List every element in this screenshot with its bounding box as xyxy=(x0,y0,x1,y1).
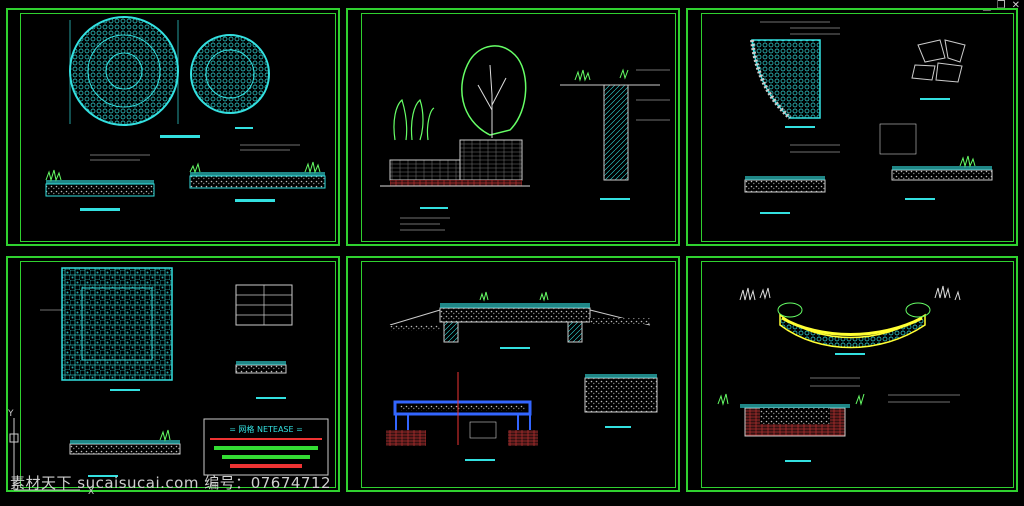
stone-section-left xyxy=(744,179,826,193)
sheet-frame-5 xyxy=(346,256,680,492)
restore-icon[interactable]: ❐ xyxy=(996,0,1006,11)
large-circular-paving-plan xyxy=(69,16,179,126)
small-circular-paving-plan xyxy=(190,34,270,114)
sheet-2-drawing xyxy=(380,45,670,231)
stone-detail xyxy=(584,377,658,413)
blue-platform-section xyxy=(393,400,532,416)
sheet-frame-4 xyxy=(6,256,340,492)
paving-section-right xyxy=(189,175,326,189)
ucs-x-label: X xyxy=(88,487,94,497)
wall-section xyxy=(603,84,629,181)
checker-paving-plan xyxy=(61,267,173,381)
sheet-frame-1 xyxy=(6,8,340,246)
sheet-border-6 xyxy=(701,261,1014,488)
sheet-border-3 xyxy=(701,13,1014,242)
paving-section-left xyxy=(45,183,155,197)
minimize-icon[interactable]: ▁ xyxy=(982,0,991,11)
sheet-frame-2 xyxy=(346,8,680,246)
sheet-border-2 xyxy=(361,13,676,242)
window-controls: ▁ ❐ ✕ xyxy=(983,0,1020,11)
paving-section-bottom xyxy=(69,443,181,455)
tree-elevation xyxy=(461,45,527,136)
close-icon[interactable]: ✕ xyxy=(1011,0,1020,11)
legend-title: = 网格 NETEASE = xyxy=(229,424,303,434)
sheet-3-drawing xyxy=(744,21,993,214)
pond-curved-section xyxy=(779,313,926,349)
sheet-frame-6 xyxy=(686,256,1018,492)
planter-wall xyxy=(459,139,523,181)
ucs-axis-icon xyxy=(9,418,80,491)
watermark: 素材天下 sucaisucai.com 编号：07674712 xyxy=(10,474,332,492)
stone-section-right xyxy=(891,169,993,181)
sheet-5-drawing xyxy=(386,291,658,461)
sheet-border-4 xyxy=(20,261,336,488)
shrub-elevation xyxy=(393,98,435,141)
sheet-frame-3 xyxy=(686,8,1018,246)
platform-elevation xyxy=(439,307,591,323)
sheet-4-drawing xyxy=(40,267,329,477)
sheet-1-drawing xyxy=(45,16,326,211)
ucs-y-label: Y xyxy=(7,409,14,419)
crazy-paving-plan xyxy=(911,39,966,83)
sheet-border-1 xyxy=(20,13,336,242)
sheet-border-5 xyxy=(361,261,676,488)
sheet-6-drawing xyxy=(717,285,961,462)
